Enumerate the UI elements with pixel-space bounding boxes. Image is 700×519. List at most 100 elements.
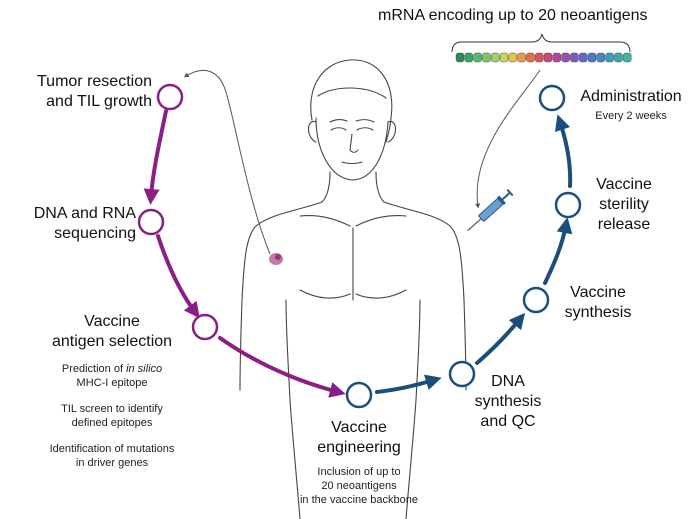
step2-line2: sequencing [54,225,136,242]
arrow-step5-to-step6 [475,312,526,365]
step8-line1: Administration [580,88,682,105]
step4-line2: engineering [317,439,401,456]
step-label-dna-synthesis: DNA synthesis and QC [456,372,560,432]
mrna-segment [508,52,517,63]
right-torso [405,299,421,519]
mrna-segment [570,52,579,63]
mrna-segment [596,52,605,63]
step-node-2 [137,208,165,236]
chest-right [355,289,407,299]
step-circles [137,83,582,409]
mrna-segment [473,52,482,63]
mrna-segment [464,52,473,63]
left-clavicle [299,214,351,227]
left-brow [329,119,348,123]
step7-line1: Vaccine [596,176,652,193]
nose [349,133,359,153]
step2-line1: DNA and RNA [33,205,136,222]
note-driver-mutations-2: in driver genes [75,457,149,469]
mrna-segment [482,52,491,63]
left-ear [307,120,317,143]
step-node-5 [448,360,476,388]
mrna-title: mRNA encoding up to 20 neoantigens [378,7,648,24]
step4-line1: Vaccine [331,419,387,436]
engineering-note-3: in the vaccine backbone [299,494,419,506]
note-prediction: Prediction of in silico [61,363,163,375]
step3-line1: Vaccine [84,313,140,330]
step-node-1 [156,83,184,111]
human-figure [239,59,467,519]
mrna-segment [526,52,535,63]
tumor-spot [269,253,283,265]
mrna-segment [605,52,614,63]
head-outline [310,59,393,143]
neck-left [321,171,331,203]
syringe-icon [467,188,514,232]
step5-line1: DNA [491,373,525,390]
right-brow [355,119,375,123]
note-prediction-2: MHC-I epitope [76,377,148,389]
right-ear [387,120,397,143]
hair-line [317,87,387,99]
mrna-strand [455,52,632,63]
step8-sub: Every 2 weeks [595,110,667,122]
mrna-segment [587,52,597,63]
mrna-segment [552,52,561,63]
step-label-administration: Administration Every 2 weeks [568,87,694,123]
mrna-segment [623,52,632,63]
face-outline [315,117,389,181]
arrow-step6-to-step7 [543,217,573,285]
selection-notes: Prediction of in silico MHC-I epitope TI… [32,362,192,470]
mrna-segment [517,52,526,63]
left-shoulder [239,201,323,391]
mrna-segment [491,52,500,63]
step-label-sequencing: DNA and RNA sequencing [4,204,136,244]
note-til-screen: TIL screen to identify [61,403,163,415]
note-til-screen-2: defined epitopes [71,417,153,429]
mrna-connector-arrow [475,69,541,209]
mouth [341,161,363,165]
arrow-step2-to-step3 [156,234,200,319]
chest-left [299,289,351,299]
engineering-notes: Inclusion of up to 20 neoantigens in the… [289,465,429,507]
mrna-bracket [451,33,631,53]
arrow-step4-to-step5 [375,374,442,394]
step-label-vaccine-synthesis: Vaccine synthesis [553,283,643,323]
mrna-segment [579,52,588,63]
step-node-8 [538,84,566,112]
engineering-note-1: Inclusion of up to [317,466,401,478]
step6-line1: Vaccine [570,284,626,301]
engineering-note-2: 20 neoantigens [321,480,397,492]
step3-line2: antigen selection [51,333,173,350]
step-label-sterility-release: Vaccine sterility release [582,175,666,235]
mrna-segment [561,52,570,63]
arrow-step1-to-step2 [143,109,168,205]
arrow-step7-to-step8 [554,114,573,188]
note-driver-mutations: Identification of mutations [49,443,175,455]
step6-line2: synthesis [564,304,632,321]
purple-pathway [143,109,346,398]
left-torso [285,299,301,519]
mrna-segment [614,52,623,63]
step-node-4 [345,381,373,409]
right-eye [356,127,374,131]
step-label-antigen-selection: Vaccine antigen selection [32,312,192,352]
step5-line3: and QC [480,413,536,430]
left-eye [330,127,347,131]
mrna-segment [499,52,509,63]
step-label-tumor-resection: Tumor resection and TIL growth [4,72,152,112]
neck-right [375,171,385,203]
step7-line3: release [597,216,651,233]
mrna-segment [535,52,544,63]
blue-pathway [375,114,573,394]
step-node-7 [554,191,582,219]
tumor-connector-arrow [183,70,271,255]
step1-line1: Tumor resection [37,73,152,90]
right-shoulder [383,201,467,391]
step-node-6 [522,286,550,314]
arrow-step3-to-step4 [218,336,346,398]
mrna-segment [455,52,465,63]
step7-line2: sterility [599,196,649,213]
step1-line2: and TIL growth [46,93,152,110]
